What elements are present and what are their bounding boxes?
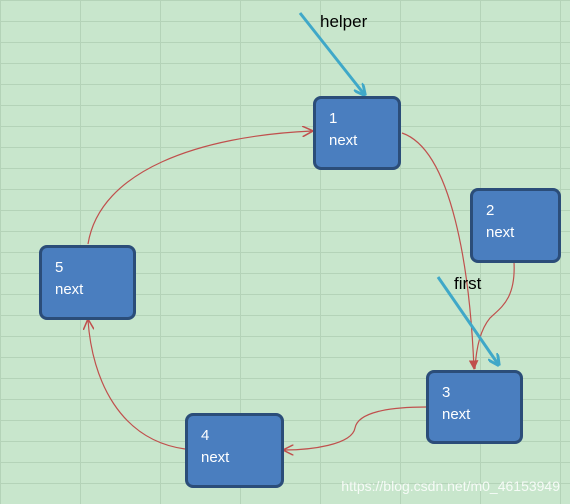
node-4-value: 4 [201, 427, 210, 444]
first-pointer-arrow [436, 276, 498, 364]
node-4: 4 next [185, 413, 284, 488]
node-1-next-field: next [329, 132, 358, 149]
node-5-next-field: next [55, 281, 84, 298]
node-2-value: 2 [486, 202, 495, 219]
node-3: 3 next [426, 370, 523, 444]
link-5-to-1 [87, 131, 312, 245]
helper-label: helper [320, 12, 368, 31]
link-1-to-3 [401, 132, 479, 370]
node-1-value: 1 [329, 110, 338, 127]
watermark: https://blog.csdn.net/m0_46153949 [341, 478, 560, 494]
node-4-next-field: next [201, 449, 230, 466]
link-4-to-5 [88, 320, 186, 450]
link-3-to-4 [284, 406, 427, 450]
helper-pointer-arrow [298, 12, 364, 94]
node-3-next-field: next [442, 406, 471, 423]
node-1: 1 next [313, 96, 401, 170]
node-5-value: 5 [55, 259, 64, 276]
node-5: 5 next [39, 245, 136, 320]
node-3-value: 3 [442, 384, 451, 401]
link-2-to-3 [474, 261, 515, 370]
node-2-next-field: next [486, 224, 515, 241]
node-2: 2 next [470, 188, 561, 263]
first-label: first [454, 274, 482, 293]
